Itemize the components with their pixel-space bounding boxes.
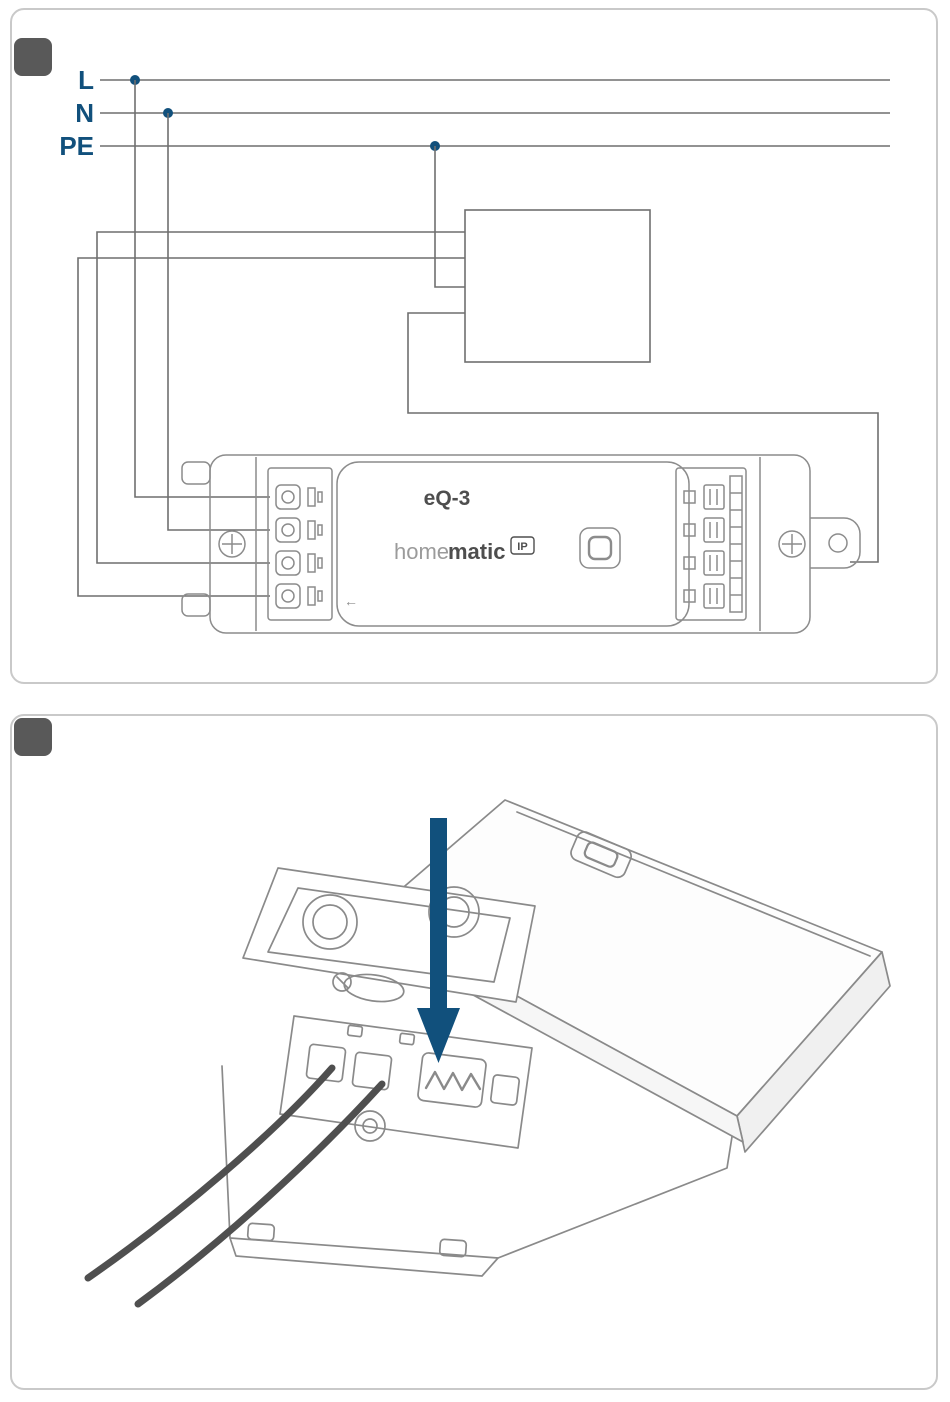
wire-load-to-device-b [77,257,465,597]
mounting-screw-left [218,530,246,558]
screw-terminal-3 [275,550,323,576]
device-cover-plate [336,461,690,627]
wiring-diagram-figure: L N PE [59,65,890,634]
mounting-screw-right [778,530,806,558]
screw-terminal-2 [275,517,323,543]
fixing-post [354,1110,386,1142]
label-l: L [78,65,94,95]
mounting-tab-right [810,517,861,569]
terminal-serration-strip [729,475,743,613]
brand-ip-badge [510,536,535,555]
wire-l-to-device [134,80,270,498]
mains-conductor-lines [100,79,890,147]
din-clip-top [181,461,211,485]
plug-terminal-1 [683,484,725,510]
wire-n-to-device [167,113,270,531]
load-box [464,209,651,363]
screw-terminal-1 [275,484,323,510]
wire-pe-to-load [434,146,465,288]
cable-clamp-ring-2 [428,886,480,938]
right-terminal-block [675,467,747,621]
installation-figure [84,799,891,1308]
terminal-2 [351,1051,393,1091]
open-clamp-frame [242,867,536,1003]
plug-terminal-4 [683,583,725,609]
terminal-deck [279,1015,533,1149]
spring-terminal [417,1052,487,1108]
system-button [579,527,621,569]
device-base [221,1065,736,1277]
brand-suffix-text: matic [448,539,505,564]
connection-wires [84,1064,386,1308]
cable-clamp-ring-1 [302,894,358,950]
spring-contact [424,1070,482,1092]
terminal-3 [489,1074,521,1106]
label-pe: PE [59,131,94,161]
panel-wiring-diagram: L N PE [10,8,938,684]
step-badge-2 [14,718,52,756]
wire-load-to-device-a [96,231,465,564]
system-button [570,831,632,879]
conductor-labels: L N PE [59,65,94,161]
wire-2 [134,1080,386,1308]
device-body [209,454,811,634]
wire-load-to-device-output [407,312,879,563]
wire-1 [84,1064,336,1282]
base-foot-2 [438,1238,468,1258]
din-clip-bottom [181,593,211,617]
screw-terminal-4 [275,583,323,609]
brand-prefix-text: home [394,539,449,564]
alignment-arrow-glyph: ← [344,593,358,609]
device-model-text: eQ-3 [424,487,471,510]
label-n: N [75,98,94,128]
step-badge-1 [14,38,52,76]
brand-logo: home matic IP [394,536,535,564]
schematic-wires [77,80,879,597]
base-foot-1 [246,1222,276,1242]
plug-terminal-2 [683,517,725,543]
insert-arrow [417,818,460,1063]
plug-terminal-3 [683,550,725,576]
panel-installation-step [10,714,938,1390]
clamp-screw [332,972,352,992]
relay-device [181,454,861,634]
left-terminal-block [267,467,333,621]
brand-badge-text: IP [517,541,527,553]
